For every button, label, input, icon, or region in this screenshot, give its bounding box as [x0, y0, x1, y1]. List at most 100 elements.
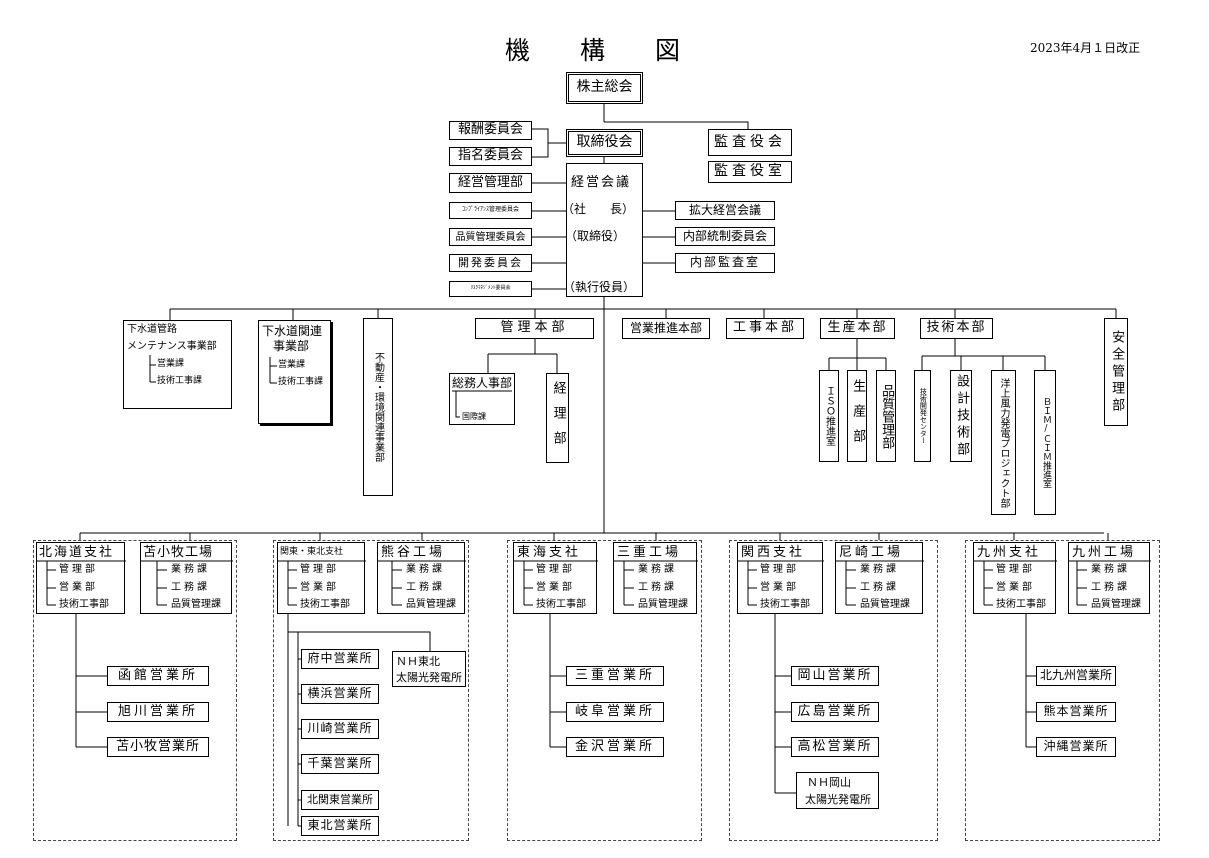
real-estate-division-box: 不動産・環境関連事業部: [363, 318, 393, 496]
kyushu-sub-tree: [974, 560, 1057, 606]
kumagaya-sub-1: 業務課: [406, 564, 445, 575]
director-label: （取締役）: [565, 229, 626, 243]
nomination-committee-box: 指名委員会: [449, 147, 532, 166]
kansai-sub-tree: [738, 560, 824, 606]
sales-promotion-hq-box: 営業推進本部: [622, 318, 710, 339]
executive-officer-label: （執行役員）: [563, 280, 636, 294]
internal-audit-office-box: 内部監査室: [675, 253, 775, 273]
tohoku-office-box: 東北営業所: [301, 816, 379, 836]
kitakyushu-office-box: 北九州営業所: [1036, 666, 1116, 686]
tokai-sub-1: 管理部: [536, 564, 575, 575]
kansai-sub-3: 技術工事部: [760, 599, 810, 610]
compliance-committee-box: ｺﾝﾌﾟﾗｲｱﾝｽ管理委員会: [449, 202, 532, 219]
mie-factory-name: 三重工場: [617, 545, 682, 560]
risk-committee-box: ﾘｽｸﾏﾈｼﾞﾒﾝﾄ委員会: [449, 281, 532, 297]
sewer-maintenance-line2: メンテナンス事業部: [127, 341, 217, 352]
tomakomai-sub-2: 工務課: [171, 582, 210, 593]
sewer-maintenance-division-box: 下水道管路 メンテナンス事業部 営業課 技術工事課: [123, 320, 232, 409]
production-hq-box: 生産本部: [820, 318, 895, 339]
kansai-branch-name: 関西支社: [741, 545, 806, 560]
sewer-related-sub2: 技術工事課: [278, 377, 324, 387]
kumagaya-factory-box: 熊谷工場 業務課 工務課 品質管理課: [377, 542, 466, 614]
kyushu-factory-sub-2: 工務課: [1091, 582, 1130, 593]
quality-control-dept-box: 品質管理部: [876, 370, 896, 462]
kyushu-factory-name: 九州工場: [1072, 545, 1137, 560]
kanto-sub-tree: [278, 560, 366, 606]
sewer-related-division-box: 下水道関連 事業部 営業課 技術工事課: [258, 320, 331, 424]
nh-okayama-solar-box: ＮＨ岡山 太陽光発電所: [796, 772, 879, 809]
bim-cim-office-box: ＢＩＭ/ＣＩＭ推進室: [1034, 370, 1056, 515]
administration-hq-box: 管理本部: [475, 318, 594, 339]
general-affairs-box: 総務人事部 国際課: [449, 373, 515, 425]
revision-date: 2023年4月１日改正: [1030, 41, 1141, 55]
sewer-maintenance-sub1: 営業課: [157, 359, 185, 369]
hokkaido-sub-3: 技術工事部: [59, 599, 109, 610]
mie-sub-3: 品質管理課: [638, 599, 688, 610]
president-label: （社 長）: [562, 202, 635, 216]
offshore-wind-project-box: 洋上風力発電プロジェクト部: [991, 370, 1016, 515]
kanto-sub-3: 技術工事部: [300, 599, 350, 610]
amagasaki-factory-box: 尼崎工場 業務課 工務課 品質管理課: [835, 542, 924, 614]
hokkaido-branch-box: 北海道支社 管理部 営業部 技術工事部: [36, 542, 126, 614]
production-dept-box: 生産部: [847, 370, 867, 462]
tokai-sub-tree: [514, 560, 598, 606]
tomakomai-sub-tree: [141, 560, 233, 606]
mie-sub-tree: [614, 560, 698, 606]
safety-management-dept-box: 安全管理部: [1104, 318, 1128, 426]
page-title: 機 構 図: [505, 36, 681, 65]
kyushu-branch-name: 九州支社: [977, 545, 1042, 560]
executive-meeting-label: 経営会議: [571, 175, 632, 190]
kanto-sub-1: 管理部: [300, 564, 339, 575]
expanded-meeting-box: 拡大経営会議: [675, 201, 775, 220]
kyushu-factory-sub-tree: [1069, 560, 1151, 606]
kyushu-sub-2: 営業部: [996, 582, 1035, 593]
kawasaki-office-box: 川崎営業所: [301, 719, 379, 739]
audit-board-box: 監査役会: [708, 129, 792, 156]
shareholders-meeting-box: 株主総会: [566, 72, 643, 104]
region-group-kanto: [273, 540, 469, 841]
sewer-maintenance-tree: [149, 355, 156, 383]
hokkaido-sub-tree: [37, 560, 126, 606]
amagasaki-sub-2: 工務課: [860, 582, 899, 593]
sewer-related-tree: [269, 357, 277, 384]
kyushu-factory-sub-1: 業務課: [1091, 564, 1130, 575]
sewer-maintenance-line1: 下水道管路: [127, 324, 177, 335]
region-group-hokkaido: [33, 540, 237, 841]
kansai-sub-2: 営業部: [760, 582, 799, 593]
construction-hq-box: 工事本部: [726, 318, 804, 339]
amagasaki-factory-name: 尼崎工場: [839, 545, 904, 560]
kanto-sub-2: 営業部: [300, 582, 339, 593]
region-group-kansai: [729, 540, 938, 841]
auditors-office-box: 監査役室: [708, 161, 792, 183]
nh-tohoku-solar-label: 太陽光発電所: [396, 671, 462, 684]
kyushu-sub-3: 技術工事部: [996, 599, 1046, 610]
tomakomai-office-box: 苫小牧営業所: [107, 737, 209, 757]
fuchu-office-box: 府中営業所: [301, 649, 379, 669]
tokai-sub-3: 技術工事部: [536, 599, 586, 610]
region-group-tokai: [507, 540, 702, 841]
kitakanto-office-box: 北関東営業所: [301, 790, 379, 810]
general-affairs-label: 総務人事部: [452, 376, 513, 390]
kyushu-factory-box: 九州工場 業務課 工務課 品質管理課: [1068, 542, 1151, 614]
gifu-office-box: 岐阜営業所: [566, 702, 664, 722]
nh-tohoku-label: ＮＨ東北: [396, 655, 440, 668]
technology-hq-box: 技術本部: [920, 318, 993, 339]
hokkaido-sub-1: 管理部: [59, 564, 98, 575]
international-section-label: 国際課: [462, 412, 486, 421]
quality-committee-box: 品質管理委員会: [449, 228, 532, 246]
takamatsu-office-box: 高松営業所: [791, 737, 879, 757]
kyushu-branch-box: 九州支社 管理部 営業部 技術工事部: [973, 542, 1057, 614]
sewer-related-line1: 下水道関連: [262, 324, 323, 338]
accounting-dept-box: 経理部: [546, 373, 569, 463]
sewer-related-line2: 事業部: [273, 339, 310, 353]
amagasaki-sub-3: 品質管理課: [860, 599, 910, 610]
general-affairs-tree: [452, 390, 512, 418]
nh-okayama-label: ＮＨ岡山: [807, 776, 851, 789]
tokai-sub-2: 営業部: [536, 582, 575, 593]
kyushu-sub-1: 管理部: [996, 564, 1035, 575]
chiba-office-box: 千葉営業所: [301, 754, 379, 774]
region-group-kyushu: [965, 540, 1160, 841]
asahikawa-office-box: 旭川営業所: [107, 702, 209, 722]
hiroshima-office-box: 広島営業所: [791, 702, 879, 722]
